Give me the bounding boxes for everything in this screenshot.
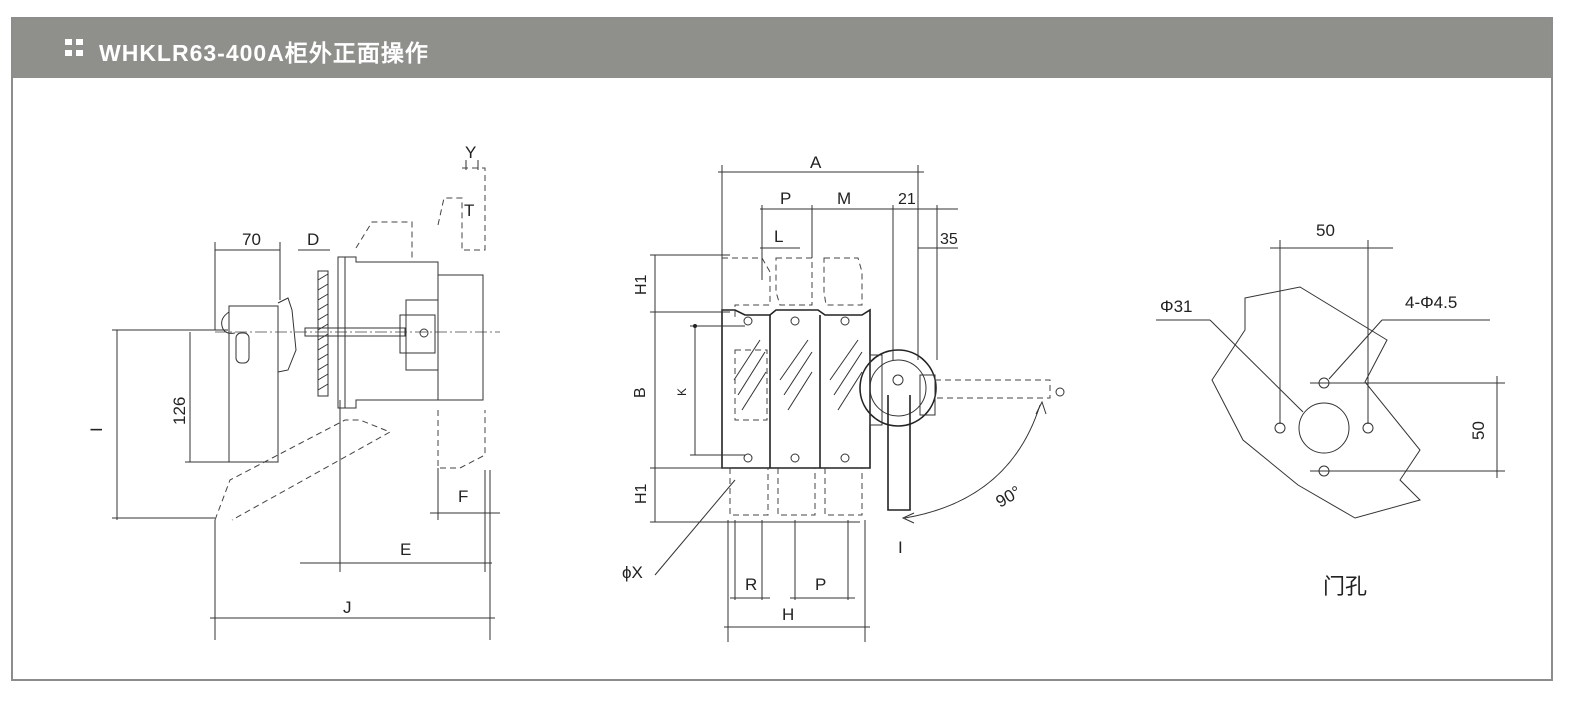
dim-126-label: 126 [170, 397, 189, 425]
dim-h1-bottom-label: H1 [633, 483, 650, 504]
dim-j-label: J [343, 598, 352, 617]
dim-50-top-label: 50 [1316, 221, 1335, 240]
switch-body [337, 256, 439, 409]
dim-70-label: 70 [242, 230, 261, 249]
door-hole-view: 50 Φ31 4-Φ4.5 50 门孔 [1156, 221, 1505, 599]
dim-i-front-label: I [898, 538, 903, 557]
dim-r-label: R [745, 575, 757, 594]
switch-front-body [721, 308, 871, 469]
switch-mechanism [399, 314, 436, 354]
page-title: WHKLR63-400A柜外正面操作 [99, 40, 429, 66]
dim-e-label: E [400, 540, 411, 559]
door-hole-caption: 门孔 [1323, 574, 1367, 599]
dim-21-label: 21 [898, 191, 916, 208]
dim-h1-top-label: H1 [633, 274, 650, 295]
dim-b-label: B [632, 387, 649, 398]
rotary-handle [887, 395, 911, 511]
dim-a-label: A [810, 153, 822, 172]
dim-phi31-label: Φ31 [1160, 297, 1192, 316]
dim-i-side-label: I [87, 427, 106, 432]
center-hole [1298, 402, 1350, 454]
dim-l-label: L [774, 227, 783, 246]
dim-4phi45-label: 4-Φ4.5 [1405, 293, 1457, 312]
door-panel [317, 270, 329, 397]
dim-m-label: M [837, 189, 851, 208]
rotation-arc [904, 404, 1041, 519]
grid-bullet-icon [65, 39, 85, 57]
dim-d-label: D [307, 230, 319, 249]
dim-p-top-label: P [780, 189, 791, 208]
title-bar: WHKLR63-400A柜外正面操作 [13, 19, 1551, 78]
dim-35-label: 35 [940, 231, 958, 248]
dim-h-label: H [782, 605, 794, 624]
door-cutout-outline [1211, 286, 1421, 519]
handle-slot [235, 332, 250, 364]
handle-knob [221, 311, 236, 334]
dim-k-label: K [675, 388, 689, 396]
dim-50-right-label: 50 [1469, 421, 1488, 440]
handle-body [228, 305, 279, 463]
angle-90-label: 90° [993, 482, 1025, 511]
drawing-frame: WHKLR63-400A柜外正面操作 [11, 17, 1553, 681]
side-view: 70 D Y T 126 I F E J [87, 143, 500, 640]
dim-y-label: Y [465, 143, 476, 162]
dim-phix-label: ϕX [622, 563, 643, 582]
rotary-dial [859, 349, 937, 427]
front-view: A P M 21 35 L H1 B K H1 ϕX R P H I 90° [622, 153, 1065, 642]
dim-t-label: T [464, 201, 474, 220]
dim-f-label: F [458, 487, 468, 506]
dim-p-bottom-label: P [815, 575, 826, 594]
